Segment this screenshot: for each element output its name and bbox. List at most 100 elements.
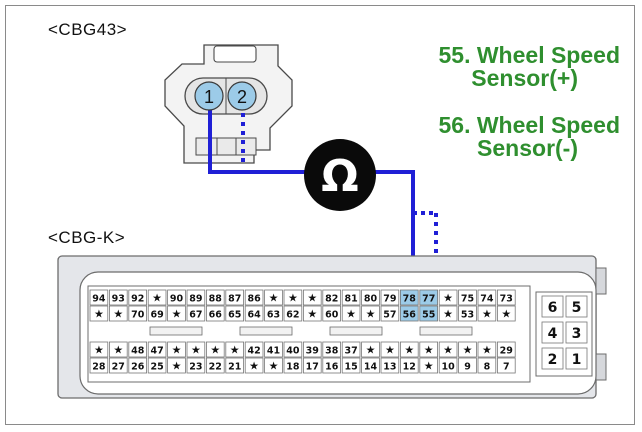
pcm-pin-label: ★ xyxy=(346,308,356,321)
pcm-pin-cell xyxy=(380,289,400,306)
pcm-connector-tab xyxy=(595,267,607,295)
pcm-pin-cell xyxy=(205,289,225,306)
pcm-pin-cell xyxy=(283,305,303,322)
pcm-pin-label: 12 xyxy=(403,362,416,373)
pcm-pin-label: 37 xyxy=(344,346,357,357)
pcm-pin-cell xyxy=(264,357,283,374)
signal-56-line2: Sensor(-) xyxy=(477,135,578,161)
pcm-pin-cell xyxy=(399,305,419,322)
pcm-pin-label: ★ xyxy=(269,360,279,373)
signal-55-line2: Sensor(+) xyxy=(471,65,578,91)
pcm-pin-label: 79 xyxy=(383,294,396,305)
pcm-pin-cell xyxy=(205,305,225,322)
pcm-pin-cell xyxy=(244,289,264,306)
pcm-pin-cell xyxy=(477,289,497,306)
pcm-pin-label: 42 xyxy=(247,346,260,357)
pcm-pin-label: ★ xyxy=(152,292,162,305)
pcm-pin-label: 77 xyxy=(422,294,435,305)
pcm-side-pin-label: 6 xyxy=(548,300,558,316)
pcm-pin-cell xyxy=(496,289,516,306)
ohmmeter-icon xyxy=(304,139,376,211)
sensor-pin-1-label: 1 xyxy=(204,87,214,107)
pcm-pin-label: 15 xyxy=(344,362,357,373)
pcm-pin-cell xyxy=(458,289,477,306)
pcm-pin-cell xyxy=(109,289,128,306)
pcm-pin-cell xyxy=(147,289,167,306)
pcm-pin-cell xyxy=(458,341,477,358)
pcm-pin-label: 48 xyxy=(131,346,145,357)
pcm-pin-label: ★ xyxy=(269,292,279,305)
pcm-pin-label: ★ xyxy=(94,308,104,321)
pcm-pin-label: ★ xyxy=(307,308,317,321)
pcm-pin-label: 39 xyxy=(306,346,319,357)
pcm-pin-label: ★ xyxy=(463,344,473,357)
pcm-pin-label: 9 xyxy=(464,362,471,373)
pcm-pin-cell xyxy=(89,289,109,306)
pcm-pin-label: ★ xyxy=(443,292,453,305)
pcm-pin-label: ★ xyxy=(172,308,182,321)
pcm-pin-cell xyxy=(477,305,497,322)
pcm-pin-label: 8 xyxy=(484,362,491,373)
pcm-pin-label: 88 xyxy=(209,294,223,305)
pcm-pin-label: 65 xyxy=(228,310,241,321)
pcm-pin-label: ★ xyxy=(443,308,453,321)
pcm-pin-cell xyxy=(496,305,516,322)
pcm-pin-label: 38 xyxy=(325,346,339,357)
pcm-pin-label: 69 xyxy=(150,310,163,321)
pcm-pin-cell xyxy=(264,289,283,306)
pcm-pin-cell xyxy=(341,357,361,374)
pcm-pin-label: 47 xyxy=(150,346,163,357)
pcm-pin-label: 94 xyxy=(92,294,106,305)
pcm-pin-label: 82 xyxy=(325,294,338,305)
pcm-pin-label: 28 xyxy=(92,362,106,373)
pcm-pin-label: 75 xyxy=(461,294,474,305)
pcm-side-pin-label: 1 xyxy=(572,352,582,368)
pcm-pin-label: ★ xyxy=(366,308,376,321)
pcm-pin-cell xyxy=(244,305,264,322)
pcm-pin-cell xyxy=(244,357,264,374)
pcm-pin-cell xyxy=(147,341,167,358)
pcm-pin-cell xyxy=(167,305,186,322)
pcm-pin-label: 10 xyxy=(441,362,455,373)
pcm-pin-cell xyxy=(322,341,341,358)
pcm-pin-label: ★ xyxy=(288,292,298,305)
pcm-pin-cell xyxy=(225,341,245,358)
pcm-pin-label: 62 xyxy=(286,310,299,321)
pcm-pin-cell xyxy=(225,305,245,322)
pcm-key-slot xyxy=(239,326,293,336)
pcm-side-pin-cell xyxy=(565,295,588,318)
pcm-pin-cell xyxy=(109,341,128,358)
pcm-key-slot xyxy=(419,326,473,336)
pcm-pin-cell xyxy=(380,305,400,322)
pcm-pin-cell xyxy=(496,341,516,358)
pcm-pin-label: 22 xyxy=(209,362,222,373)
pcm-pin-label: 27 xyxy=(112,362,125,373)
pcm-pin-cell xyxy=(283,341,303,358)
pcm-pin-cell xyxy=(264,305,283,322)
pcm-pin-cell xyxy=(361,289,380,306)
pcm-pin-label: 7 xyxy=(503,362,510,373)
pcm-pin-cell xyxy=(89,357,109,374)
sensor-connector-latch xyxy=(213,45,257,63)
pcm-pin-cell xyxy=(399,357,419,374)
pcm-pin-cell xyxy=(302,305,322,322)
pcm-pin-label: ★ xyxy=(113,308,123,321)
pcm-pin-cell xyxy=(205,341,225,358)
pcm-pin-cell xyxy=(147,305,167,322)
pcm-pin-label: 67 xyxy=(189,310,202,321)
pcm-pin-label: 90 xyxy=(170,294,184,305)
pcm-pin-cell xyxy=(322,357,341,374)
pcm-pin-cell xyxy=(147,357,167,374)
pcm-pin-label: 25 xyxy=(150,362,163,373)
pcm-pin-label: 80 xyxy=(364,294,378,305)
pcm-pin-cell xyxy=(438,289,458,306)
pcm-pin-cell xyxy=(438,357,458,374)
pcm-pin-label: ★ xyxy=(443,344,453,357)
wire-sensor-positive xyxy=(208,104,307,174)
pcm-pin-label: ★ xyxy=(191,344,201,357)
pcm-side-pin-label: 4 xyxy=(548,326,558,342)
sensor-pin-2 xyxy=(227,81,257,111)
pcm-pin-label: 89 xyxy=(189,294,202,305)
pcm-pin-cell xyxy=(244,341,264,358)
